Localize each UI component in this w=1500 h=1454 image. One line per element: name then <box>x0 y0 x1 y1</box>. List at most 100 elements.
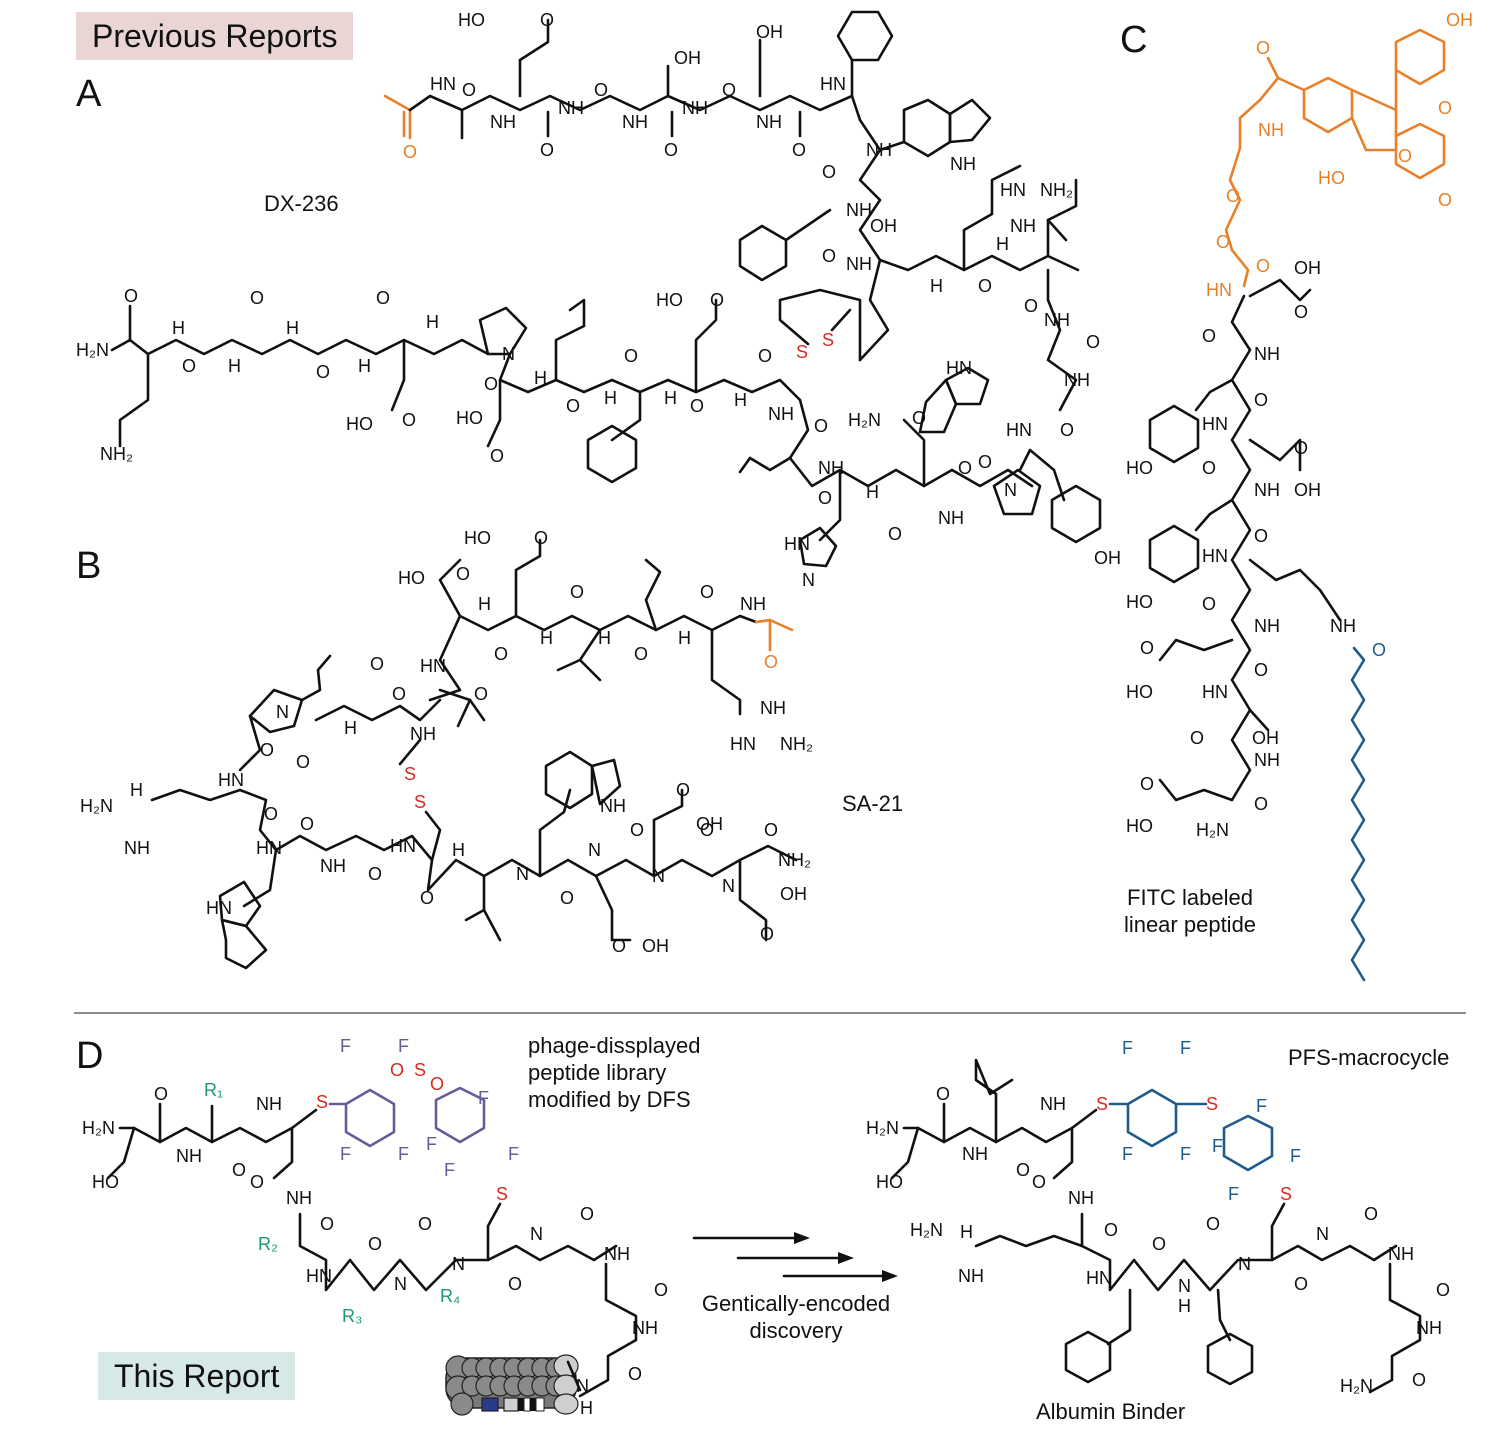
atom-hn: HN <box>1206 280 1232 300</box>
atom-o: O <box>456 564 470 584</box>
atom-nh: HN <box>1000 180 1026 200</box>
atom-nh: NH <box>558 98 584 118</box>
atom-nh: H <box>866 482 879 502</box>
atom-o: O <box>764 652 778 672</box>
atom-o: O <box>690 396 704 416</box>
this-report-banner: This Report <box>98 1352 296 1400</box>
dx236-acetyl-cap: O <box>383 94 417 162</box>
atom-o: O <box>1086 332 1100 352</box>
library-caption-line1: phage-dissplayed <box>528 1033 701 1058</box>
atom-nh2: NH₂ <box>100 444 133 464</box>
atom-nh: H <box>580 1398 593 1418</box>
panel-letter-c: C <box>1120 19 1148 61</box>
atom-o: O <box>700 820 714 840</box>
atom-o: O <box>1294 438 1308 458</box>
atom-o: O <box>296 752 310 772</box>
atom-o: O <box>1372 640 1386 660</box>
atom-o: O <box>760 924 774 944</box>
atom-nh: NH <box>490 112 516 132</box>
atom-nh: NH <box>682 98 708 118</box>
atom-nh: H <box>534 368 547 388</box>
atom-o: O <box>1216 232 1230 252</box>
atom-nh: NH <box>1388 1244 1414 1264</box>
atom-oh: OH <box>1294 258 1321 278</box>
atom-hn: HN <box>206 898 232 918</box>
atom-r2: R₂ <box>258 1234 278 1254</box>
sa21-acetyl-cap: O <box>754 618 794 672</box>
atom-nh: NH <box>622 112 648 132</box>
atom-o: O <box>1438 190 1452 210</box>
dx236-structure: O HN O NH O NH O NH O NH O NH O HN HO O … <box>76 10 1121 590</box>
atom-nh: NH <box>1258 120 1284 140</box>
atom-nh: H <box>604 388 617 408</box>
atom-ho: HO <box>92 1172 119 1192</box>
atom-o: O <box>316 362 330 382</box>
atom-o: O <box>390 1060 404 1080</box>
atom-o: O <box>1140 638 1154 658</box>
atom-o: O <box>154 1084 168 1104</box>
atom-nh: NH <box>1064 370 1090 390</box>
reaction-arrows <box>692 1232 898 1282</box>
atom-oh: OH <box>870 216 897 236</box>
library-caption-line3: modified by DFS <box>528 1087 691 1112</box>
fitc-caption-line2: linear peptide <box>1123 912 1257 937</box>
arrow-head-2 <box>838 1252 854 1264</box>
atom-oh: HO <box>1126 458 1153 478</box>
atom-o: O <box>978 276 992 296</box>
previous-reports-banner: Previous Reports <box>76 12 354 60</box>
atom-f: F <box>444 1160 455 1180</box>
atom-hn: HN <box>1086 1268 1112 1288</box>
atom-nh: N <box>394 1274 407 1294</box>
pfs-macrocycle-label: PFS-macrocycle <box>1288 1045 1450 1070</box>
atom-nh: NH <box>632 1318 658 1338</box>
atom-nh: H <box>452 840 465 860</box>
atom-nh: H <box>358 356 371 376</box>
r-group-2: R₂ <box>258 1234 278 1254</box>
atom-n: N <box>802 570 815 590</box>
atom-o: O <box>654 1280 668 1300</box>
atom-o: O <box>676 780 690 800</box>
atom-o: O <box>490 446 504 466</box>
library-caption-line2: peptide library <box>528 1060 667 1085</box>
atom-oh: OH <box>696 814 723 834</box>
atom-o: O <box>958 458 972 478</box>
atom-f: F <box>478 1088 489 1108</box>
atom-hn: HN <box>1202 546 1228 566</box>
atom-s: S <box>496 1184 508 1204</box>
atom-f: F <box>1122 1144 1133 1164</box>
atom-oh: HO <box>346 414 373 434</box>
atom-o: O <box>822 246 836 266</box>
atom-oh: HO <box>1126 816 1153 836</box>
atom-nh: H <box>172 318 185 338</box>
atom-nh: N <box>1316 1224 1329 1244</box>
atom-oh: HO <box>1126 592 1153 612</box>
dx236-name: DX-236 <box>264 191 339 216</box>
atom-o: O <box>764 820 778 840</box>
atom-hooc: HO <box>458 10 485 30</box>
atom-o: O <box>1140 774 1154 794</box>
atom-o: O <box>250 1172 264 1192</box>
atom-o: O <box>624 346 638 366</box>
atom-nh: NH <box>286 1188 312 1208</box>
atom-s: S <box>414 1060 426 1080</box>
atom-o: O <box>462 80 476 100</box>
atom-o: O <box>392 684 406 704</box>
panel-letter-b: B <box>76 545 102 587</box>
r-group-1: R₁ <box>204 1080 223 1100</box>
atom-oh: HO <box>456 408 483 428</box>
atom-o: O <box>250 288 264 308</box>
atom-s: S <box>414 792 426 812</box>
atom-nh: H <box>478 594 491 614</box>
atom-o: O <box>494 644 508 664</box>
atom-f: F <box>1256 1096 1267 1116</box>
atom-o: O <box>1436 1280 1450 1300</box>
atom-hn: HN <box>1202 682 1228 702</box>
atom-hn: HN <box>946 358 972 378</box>
pfs-sulfur-left: S <box>1096 1094 1108 1114</box>
atom-oh: OH <box>1446 10 1473 30</box>
dx236-backbone-top <box>408 94 862 122</box>
atom-nh: NH <box>1330 616 1356 636</box>
atom-nh: H <box>734 390 747 410</box>
atom-nh: NH <box>958 1266 984 1286</box>
